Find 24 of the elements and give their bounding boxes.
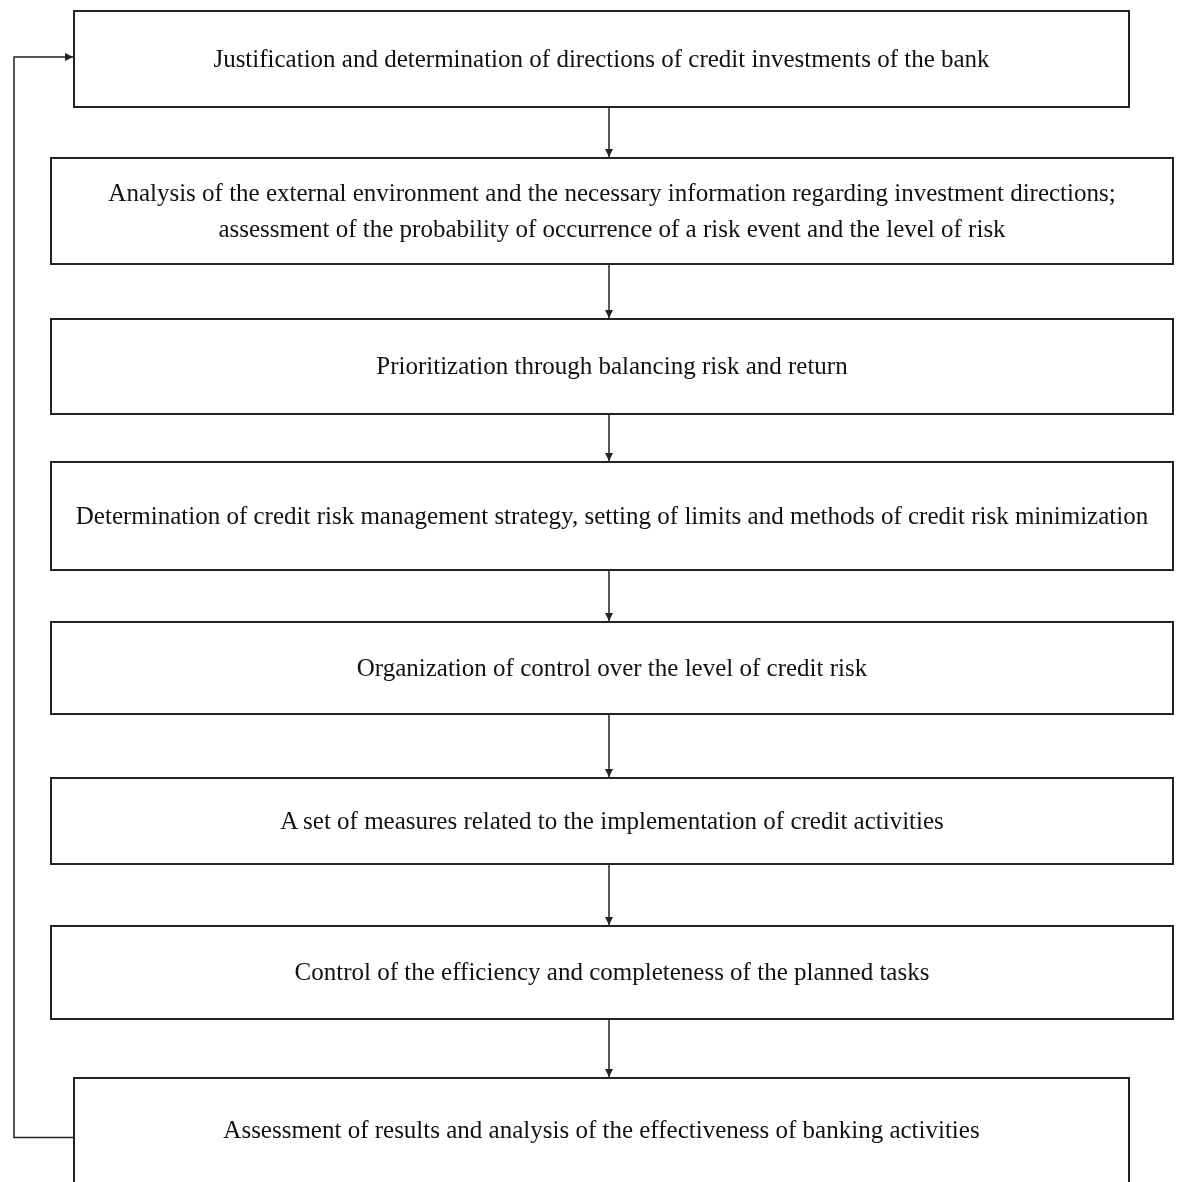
process-box — [50, 925, 1174, 1020]
process-box — [50, 621, 1174, 715]
arrow — [605, 414, 613, 462]
arrow — [605, 1019, 613, 1078]
process-box — [73, 10, 1130, 108]
step-text: Determination of credit risk management strategy, setting of limits and methods of credit risk minimization — [75, 500, 1149, 531]
arrow — [605, 264, 613, 319]
process-box — [73, 1077, 1130, 1182]
step-text: Analysis of the external environment and the necessary information regarding investment directions; assessment of the probability of occurrence of a risk event and the level of risk — [107, 177, 1117, 244]
process-box — [50, 777, 1174, 865]
step-text: Justification and determination of directions of credit investments of the bank — [213, 43, 990, 74]
step-text: Assessment of results and analysis of the effectiveness of banking activities — [223, 1115, 980, 1146]
arrow — [605, 864, 613, 926]
process-box — [50, 318, 1174, 415]
process-box — [50, 461, 1174, 571]
step-text: Prioritization through balancing risk and return — [376, 351, 848, 382]
step-text: A set of measures related to the implementation of credit activities — [280, 805, 944, 836]
arrow — [605, 570, 613, 622]
step-text: Control of the efficiency and completeness of the planned tasks — [294, 957, 930, 988]
process-box — [50, 157, 1174, 265]
arrow — [13, 53, 74, 1139]
arrow — [605, 107, 613, 158]
arrow — [605, 714, 613, 778]
step-text: Organization of control over the level of credit risk — [356, 652, 868, 683]
